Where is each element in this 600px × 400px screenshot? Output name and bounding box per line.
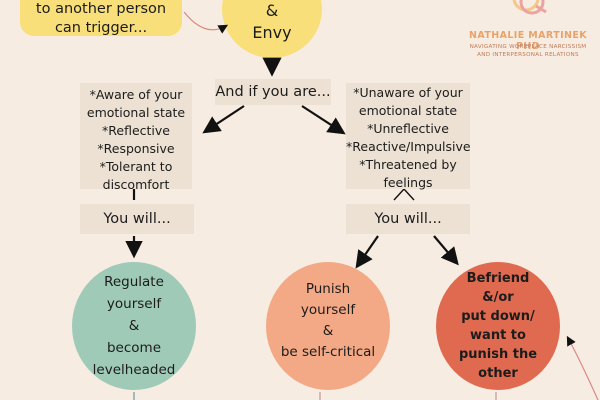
right-result-label: You will... [346,204,470,234]
left-result-label: You will... [80,204,194,234]
brand-tagline-line1: NAVIGATING WORKPLACE NARCISSISM [469,44,587,50]
logo-rings-icon [512,0,547,15]
left-traits-box: *Aware of your emotional state *Reflecti… [80,83,192,192]
arrow-right-to-befriend [433,235,459,266]
outcome-regulate-line: yourself [106,296,162,312]
outcome-regulate-line: Regulate [104,274,164,290]
outcome-punish-self-circle: Punish yourself & be self-critical [266,262,390,390]
brand-name: NATHALIE MARTINEK PHD [468,30,588,52]
curved-arrow-bottom [566,335,599,400]
top-center-line1: & [265,1,279,20]
brand-tagline: NAVIGATING WORKPLACE NARCISSISM AND INTE… [458,43,598,59]
outcome-befriend-line: &/or [482,290,514,305]
outcome-befriend-line: put down/ [461,309,535,324]
outcome-punish-self-line: Punish [305,281,351,297]
right-trait-line: *Unreflective [367,121,449,136]
outcome-befriend-line: want to [470,328,526,343]
arrow-right-to-punish [355,235,379,269]
top-left-note-line1: to another person [35,1,167,17]
top-left-note: to another person can trigger... [20,0,182,36]
outcome-punish-self-line: yourself [300,302,356,318]
arrow-decision-to-right [301,105,346,135]
outcome-punish-self-line: & [322,323,334,339]
decision-label: And if you are... [215,79,331,105]
right-trait-line: feelings [383,175,433,190]
outcome-befriend-circle: Befriend &/or put down/ want to punish t… [436,262,560,390]
left-trait-line: *Responsive [97,141,175,156]
outcome-befriend-line: punish the [458,347,538,362]
outcome-punish-self-line: be self-critical [280,344,376,360]
top-left-note-line2: can trigger... [54,20,148,36]
right-traits-box: *Unaware of your emotional state *Unrefl… [346,83,471,190]
outcome-regulate-line: & [128,318,140,334]
right-trait-line: *Threatened by [359,157,457,172]
outcome-regulate-line: levelheaded [92,362,176,378]
caret-right [393,187,415,201]
left-trait-line: *Tolerant to [99,159,173,174]
curved-arrow-top [183,11,229,34]
right-trait-line: *Reactive/Impulsive [346,139,471,154]
outcome-regulate-circle: Regulate yourself & become levelheaded [72,262,196,390]
left-trait-line: *Aware of your [89,87,183,102]
outcome-befriend-line: Befriend [466,271,530,286]
left-trait-line: *Reflective [102,123,170,138]
left-trait-line: emotional state [86,105,186,120]
arrow-decision-to-left [202,105,245,134]
brand-logo [496,0,556,24]
top-center-line2: Envy [252,23,292,42]
brand-tagline-line2: AND INTERPERSONAL RELATIONS [477,52,579,58]
outcome-regulate-line: become [106,340,161,356]
outcome-befriend-line: other [478,366,518,381]
right-trait-line: emotional state [358,103,458,118]
left-trait-line: discomfort [102,177,170,192]
right-trait-line: *Unaware of your [353,85,463,100]
